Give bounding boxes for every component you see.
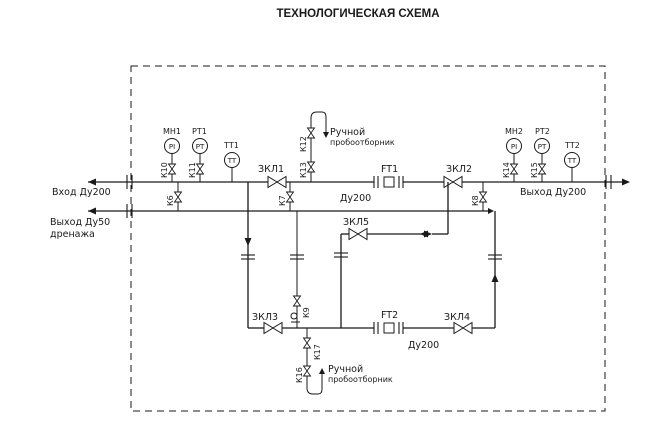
valve-k12-icon	[307, 127, 315, 139]
valve-k6-icon	[174, 191, 182, 203]
mn1-code: PI	[169, 143, 175, 151]
pressure-gauge-mn2-icon	[506, 138, 522, 154]
valve-k16-label: К16	[295, 367, 304, 383]
valve-k9-icon	[293, 295, 301, 307]
flowmeter-ft1-icon	[373, 176, 404, 188]
rt1-code: PT	[196, 143, 205, 151]
valve-zkl5-icon	[348, 228, 368, 240]
pressure-transmitter-rt1-icon	[192, 138, 208, 154]
valve-k11-icon	[196, 163, 204, 175]
valve-zkl2-label: ЗКЛ2	[446, 164, 472, 175]
valve-k11-label: К11	[188, 162, 197, 178]
k9-symbol-icon	[290, 312, 300, 323]
bottom-sampler-label-line1: Ручной	[328, 364, 363, 375]
valve-zkl3-label: ЗКЛ3	[252, 312, 278, 323]
top-sampler-label-line1: Ручной	[330, 127, 365, 138]
valve-k9-label: К9	[302, 307, 311, 318]
mn2-code: PI	[511, 143, 517, 151]
valve-k8-label: К8	[471, 195, 480, 206]
drain-flange-icon	[126, 204, 133, 218]
temperature-transmitter-tt2-icon	[564, 152, 580, 168]
valve-k16-icon	[303, 365, 311, 377]
valve-k13-label: К13	[299, 162, 308, 178]
valve-k12-label: К12	[299, 136, 308, 152]
right-riser-arrow-icon	[491, 274, 499, 282]
valve-k15-label: К15	[530, 162, 539, 178]
valve-k6-label: К6	[166, 195, 175, 206]
valve-k17-icon	[303, 337, 311, 349]
tt2-code: TT	[567, 157, 577, 165]
tt1-code: TT	[227, 157, 237, 165]
drain-label-line2: дренажа	[50, 229, 95, 240]
valve-zkl4-icon	[453, 322, 473, 334]
inlet-arrow-icon	[88, 178, 96, 186]
valve-k7-label: К7	[278, 195, 287, 206]
valve-zkl1-label: ЗКЛ1	[258, 164, 284, 175]
valve-k13-icon	[307, 161, 315, 173]
valve-k15-icon	[538, 163, 546, 175]
valve-k10-icon	[168, 163, 176, 175]
valve-k14-label: К14	[502, 162, 511, 178]
temperature-transmitter-tt1-icon	[224, 152, 240, 168]
inlet-label: Вход Ду200	[52, 187, 111, 198]
skid-boundary-frame	[130, 65, 606, 412]
drain-outlet-arrow-icon	[88, 207, 96, 215]
valve-k10-label: К10	[160, 162, 169, 178]
bottom-dn-label: Ду200	[408, 340, 439, 351]
outlet-flange-icon	[605, 175, 612, 189]
rt2-tag: РТ2	[535, 127, 550, 136]
pressure-gauge-mn1-icon	[164, 138, 180, 154]
valve-k7-icon	[286, 191, 294, 203]
valve-k8-icon	[479, 191, 487, 203]
inlet-flange-icon	[126, 175, 133, 189]
valve-zkl5-label: ЗКЛ5	[343, 217, 369, 228]
valve-k14-icon	[510, 163, 518, 175]
valve-zkl2-icon	[443, 176, 463, 188]
valve-zkl1-icon	[267, 176, 287, 188]
valve-k17-label: К17	[313, 344, 322, 360]
valve-zkl4-label: ЗКЛ4	[444, 312, 470, 323]
mn1-tag: МН1	[163, 127, 181, 136]
tt1-tag: ТТ1	[223, 141, 239, 150]
top-sampler-label-line2: пробоотборник	[330, 138, 395, 147]
outlet-arrow-icon	[622, 178, 630, 186]
valve-zkl3-icon	[263, 322, 283, 334]
outlet-label: Выход Ду200	[520, 187, 586, 198]
pressure-transmitter-rt2-icon	[534, 138, 550, 154]
diagram-title: ТЕХНОЛОГИЧЕСКАЯ СХЕМА	[276, 8, 439, 20]
drain-label-line1: Выход Ду50	[50, 217, 110, 228]
rt2-code: PT	[538, 143, 547, 151]
mn2-tag: МН2	[505, 127, 523, 136]
flowmeter-ft1-label: FT1	[381, 164, 398, 175]
rt1-tag: РТ1	[192, 127, 207, 136]
flowmeter-ft2-label: FT2	[381, 310, 398, 321]
top-dn-label: Ду200	[340, 193, 371, 204]
tt2-tag: ТТ2	[564, 141, 580, 150]
left-riser-arrow-icon	[244, 238, 252, 246]
flowmeter-ft2-icon	[373, 322, 404, 334]
bottom-sampler-label-line2: пробоотборник	[328, 375, 393, 384]
